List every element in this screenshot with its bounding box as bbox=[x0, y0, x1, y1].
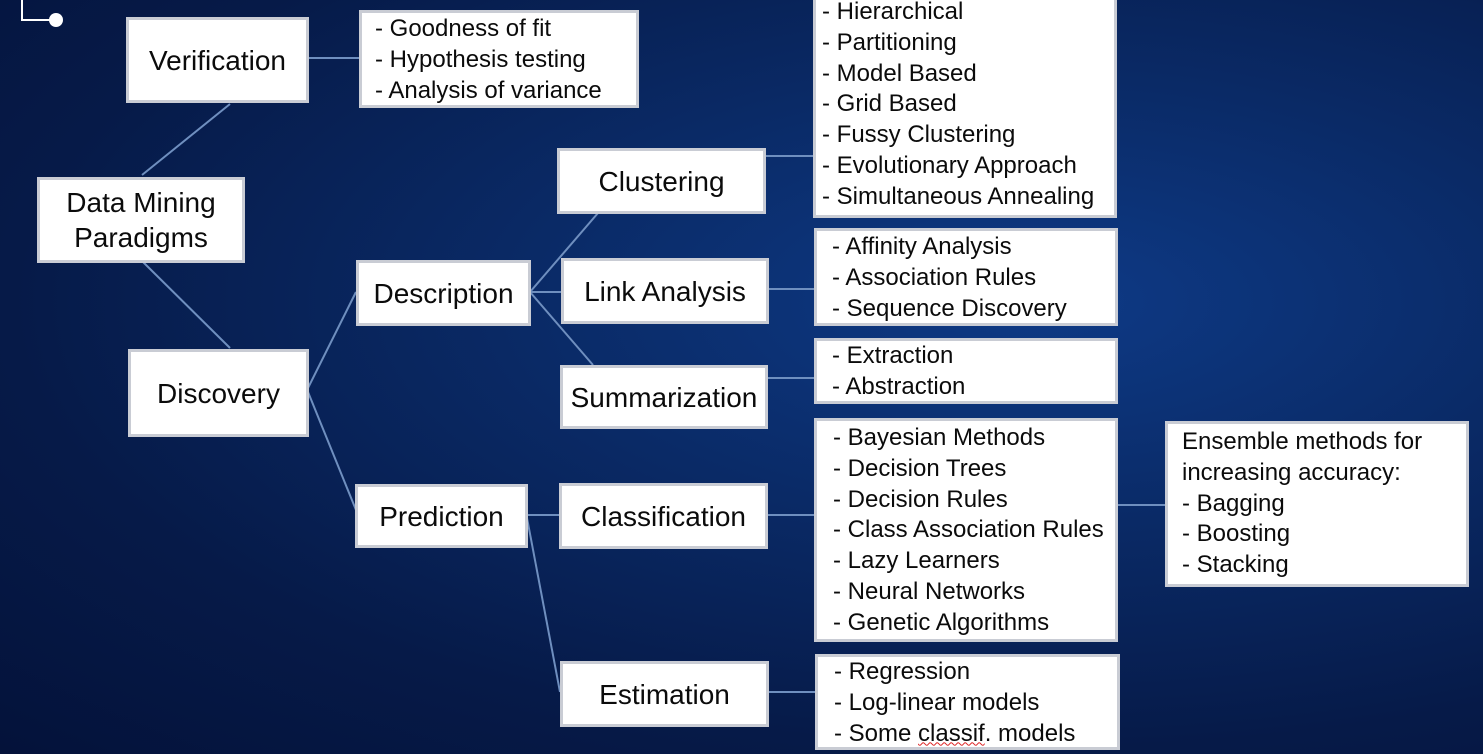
ensemble-heading-line1: Ensemble methods for bbox=[1182, 428, 1423, 455]
list-item: - Abstraction bbox=[832, 372, 966, 400]
link-analysis-label: Link Analysis bbox=[584, 275, 746, 307]
classification-label: Classification bbox=[581, 500, 746, 532]
link-analysis-list: - Affinity Analysis - Association Rules … bbox=[814, 228, 1118, 326]
list-item: - Partitioning bbox=[822, 28, 957, 56]
link-analysis-node: Link Analysis bbox=[561, 258, 769, 324]
connector-prediction-estimation bbox=[526, 517, 561, 693]
list-item-prefix: - Some bbox=[834, 719, 919, 747]
list-item: - Decision Rules bbox=[833, 485, 1008, 513]
spellcheck-word: classif bbox=[918, 719, 985, 747]
connector-discovery-description bbox=[307, 291, 357, 389]
root-node: Data Mining Paradigms bbox=[37, 177, 245, 263]
list-item: - Model Based bbox=[822, 59, 977, 87]
list-item: - Class Association Rules bbox=[833, 516, 1104, 544]
verification-node: Verification bbox=[126, 17, 309, 103]
list-item: - Regression bbox=[834, 658, 971, 685]
list-item: - Association Rules bbox=[832, 263, 1037, 291]
estimation-list: - Regression - Log-linear models - Some … bbox=[815, 654, 1120, 750]
list-item: - Decision Trees bbox=[833, 454, 1007, 482]
verification-list: - Goodness of fit - Hypothesis testing -… bbox=[359, 10, 639, 108]
connector-description-clustering bbox=[529, 212, 599, 293]
list-item: - Lazy Learners bbox=[833, 547, 1000, 575]
list-item: - Evolutionary Approach bbox=[822, 151, 1077, 179]
discovery-label: Discovery bbox=[157, 377, 280, 409]
list-item: - Some classif. models bbox=[834, 719, 1117, 747]
list-item: - Analysis of variance bbox=[375, 76, 602, 104]
list-item: - Neural Networks bbox=[833, 577, 1026, 605]
discovery-node: Discovery bbox=[128, 349, 309, 437]
list-item: - Affinity Analysis bbox=[832, 233, 1012, 260]
list-item-suffix: . models bbox=[984, 719, 1076, 747]
prediction-label: Prediction bbox=[379, 500, 504, 532]
ensemble-box: Ensemble methods for increasing accuracy… bbox=[1165, 421, 1469, 587]
summarization-label: Summarization bbox=[570, 381, 758, 413]
prediction-node: Prediction bbox=[355, 484, 528, 548]
classification-list: - Bayesian Methods - Decision Trees - De… bbox=[814, 418, 1118, 642]
connector-discovery-prediction bbox=[307, 391, 357, 511]
list-item: - Fussy Clustering bbox=[822, 121, 1016, 149]
estimation-label: Estimation bbox=[599, 678, 730, 710]
connector-root-verification bbox=[141, 103, 231, 176]
list-item: - Simultaneous Annealing bbox=[822, 182, 1095, 210]
list-item: - Genetic Algorithms bbox=[833, 608, 1050, 636]
clustering-node: Clustering bbox=[557, 148, 766, 214]
list-item: - Stacking bbox=[1182, 551, 1289, 579]
classification-node: Classification bbox=[559, 483, 768, 549]
list-item: - Extraction bbox=[832, 342, 954, 369]
list-item: - Bayesian Methods bbox=[833, 424, 1046, 451]
list-item: - Goodness of fit bbox=[375, 15, 552, 42]
list-item: - Boosting bbox=[1182, 520, 1291, 548]
summarization-list: - Extraction - Abstraction bbox=[814, 338, 1118, 404]
verification-label: Verification bbox=[149, 44, 286, 76]
connector-root-discovery bbox=[141, 260, 231, 349]
root-node-line1: Data Mining bbox=[66, 187, 216, 218]
clustering-list: - Hierarchical - Partitioning - Model Ba… bbox=[813, 0, 1117, 218]
list-item: - Hierarchical bbox=[822, 0, 964, 25]
list-item: - Grid Based bbox=[822, 90, 957, 118]
connector-dot-icon bbox=[21, 0, 63, 27]
list-item: - Sequence Discovery bbox=[832, 294, 1067, 322]
root-node-line2: Paradigms bbox=[74, 222, 208, 253]
clustering-label: Clustering bbox=[598, 165, 725, 197]
summarization-node: Summarization bbox=[560, 365, 768, 429]
estimation-node: Estimation bbox=[560, 661, 769, 727]
description-node: Description bbox=[356, 260, 531, 326]
description-label: Description bbox=[373, 277, 514, 309]
connector-description-summarization bbox=[529, 291, 594, 366]
list-item: - Bagging bbox=[1182, 489, 1285, 517]
list-item: - Hypothesis testing bbox=[375, 45, 586, 73]
ensemble-heading-line2: increasing accuracy: bbox=[1182, 458, 1401, 486]
list-item: - Log-linear models bbox=[834, 688, 1040, 716]
